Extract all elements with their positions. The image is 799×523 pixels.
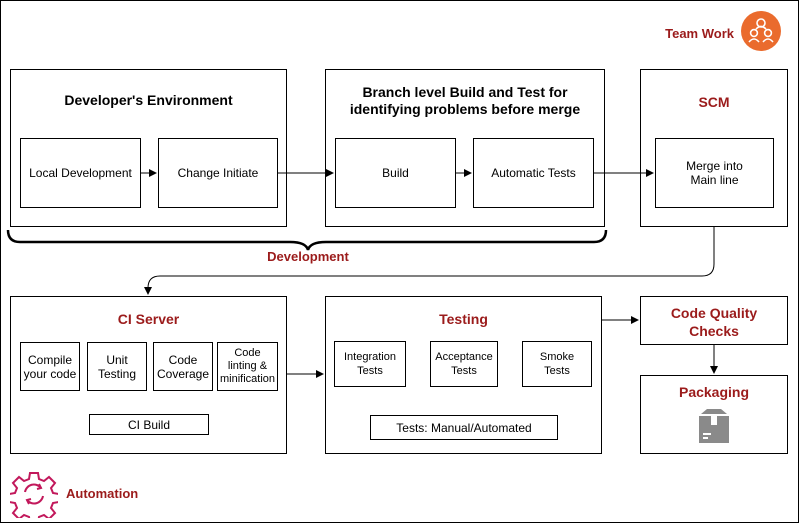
automatic-tests-box: Automatic Tests bbox=[473, 138, 594, 208]
team-icon bbox=[741, 11, 781, 51]
tests-manual-automated-box: Tests: Manual/Automated bbox=[370, 415, 558, 440]
testing-title: Testing bbox=[439, 311, 488, 327]
ci-server-group: CI Server Compile your code Unit Testing… bbox=[10, 296, 287, 454]
local-development-box: Local Development bbox=[20, 138, 141, 208]
automation-label: Automation bbox=[66, 486, 139, 501]
ci-build-box: CI Build bbox=[89, 414, 209, 435]
build-box: Build bbox=[335, 138, 456, 208]
packaging-title: Packaging bbox=[678, 384, 750, 400]
unit-testing-step-box: Unit Testing bbox=[87, 342, 147, 391]
developers-environment-title: Developer's Environment bbox=[64, 92, 233, 108]
team-work-label: Team Work bbox=[665, 26, 734, 41]
ci-server-title: CI Server bbox=[117, 311, 180, 327]
gear-sync-icon bbox=[8, 470, 60, 523]
branch-level-group: Branch level Build and Test for identify… bbox=[325, 69, 605, 227]
code-coverage-step-box: Code Coverage bbox=[153, 342, 213, 391]
branch-level-title: Branch level Build and Test for identify… bbox=[349, 84, 581, 117]
code-linting-step-box: Code linting & minification bbox=[217, 342, 278, 391]
acceptance-tests-box: Acceptance Tests bbox=[430, 341, 498, 387]
package-box-icon bbox=[695, 408, 733, 444]
smoke-tests-box: Smoke Tests bbox=[522, 341, 592, 387]
scm-title: SCM bbox=[698, 94, 730, 110]
developers-environment-group: Developer's Environment Local Developmen… bbox=[10, 69, 287, 227]
merge-main-line-box: Merge into Main line bbox=[655, 138, 774, 208]
testing-group: Testing Integration Tests Acceptance Tes… bbox=[325, 296, 602, 454]
development-label: Development bbox=[267, 249, 349, 264]
code-quality-checks-title: Code Quality Checks bbox=[670, 305, 758, 339]
packaging-box: Packaging bbox=[640, 375, 788, 454]
change-initiate-box: Change Initiate bbox=[158, 138, 278, 208]
integration-tests-box: Integration Tests bbox=[334, 341, 406, 387]
code-quality-checks-box: Code Quality Checks bbox=[640, 296, 788, 345]
scm-group: SCM Merge into Main line bbox=[640, 69, 788, 227]
compile-step-box: Compile your code bbox=[20, 342, 80, 391]
